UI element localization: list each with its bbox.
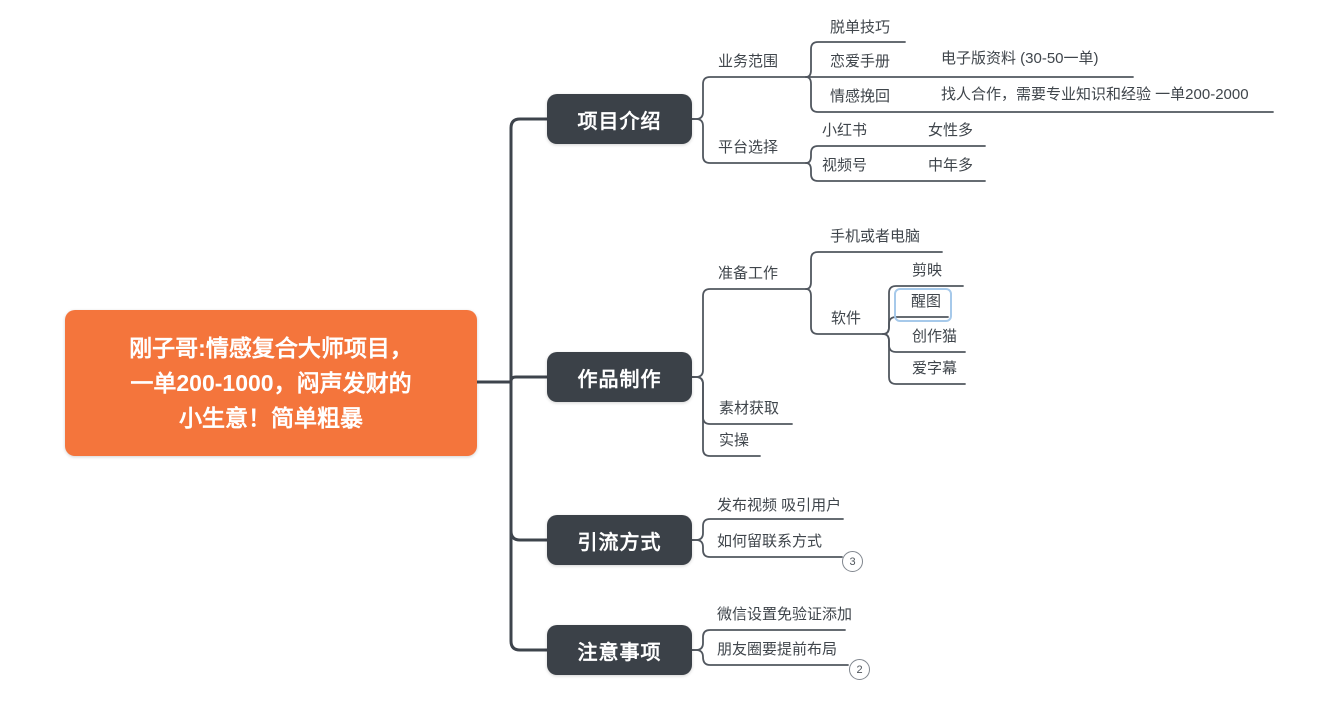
root-topic-line2: 一单200-1000，闷声发财的 (130, 369, 412, 396)
node-software[interactable]: 软件 (831, 310, 862, 327)
node-business-scope[interactable]: 业务范围 (718, 53, 779, 70)
node-chuangzuomao[interactable]: 创作猫 (912, 328, 958, 345)
collapse-badge-moments[interactable]: 2 (849, 659, 870, 680)
node-single-skills[interactable]: 脱单技巧 (830, 19, 891, 36)
node-platform-choice[interactable]: 平台选择 (718, 139, 779, 156)
branch-project-intro[interactable]: 项目介绍 (547, 94, 692, 144)
node-phone-or-computer[interactable]: 手机或者电脑 (830, 228, 921, 245)
node-practice[interactable]: 实操 (719, 432, 750, 449)
node-video-account[interactable]: 视频号 (822, 157, 868, 174)
node-moments-layout[interactable]: 朋友圈要提前布局 (717, 641, 838, 658)
collapse-badge-contact[interactable]: 3 (842, 551, 863, 572)
node-ebook-material[interactable]: 电子版资料 (30-50一单) (941, 50, 1099, 67)
root-topic-line3: 小生意！简单粗暴 (179, 404, 363, 431)
node-preparation[interactable]: 准备工作 (718, 265, 779, 282)
node-wechat-no-verification[interactable]: 微信设置免验证添加 (717, 606, 853, 623)
node-aizimu[interactable]: 爱字幕 (912, 360, 958, 377)
root-topic[interactable]: 刚子哥:情感复合大师项目， 一单200-1000，闷声发财的 小生意！简单粗暴 (65, 310, 477, 456)
root-topic-line1: 刚子哥:情感复合大师项目， (129, 334, 413, 361)
node-mostly-female[interactable]: 女性多 (928, 122, 974, 139)
node-love-manual[interactable]: 恋爱手册 (830, 53, 891, 70)
node-material-acquisition[interactable]: 素材获取 (719, 400, 780, 417)
node-jianying[interactable]: 剪映 (912, 262, 943, 279)
node-xiaohongshu[interactable]: 小红书 (822, 122, 868, 139)
branch-traffic-method[interactable]: 引流方式 (547, 515, 692, 565)
branch-precautions[interactable]: 注意事项 (547, 625, 692, 675)
branch-work-production[interactable]: 作品制作 (547, 352, 692, 402)
selection-highlight (894, 288, 952, 322)
node-relationship-recovery[interactable]: 情感挽回 (830, 88, 891, 105)
node-publish-video-attract-users[interactable]: 发布视频 吸引用户 (717, 497, 842, 514)
node-how-to-leave-contact[interactable]: 如何留联系方式 (717, 533, 823, 550)
node-xingtu-selected[interactable]: 醒图 (911, 293, 942, 310)
node-mostly-middle-aged[interactable]: 中年多 (928, 157, 974, 174)
node-cooperation-note[interactable]: 找人合作，需要专业知识和经验 一单200-2000 (941, 86, 1249, 103)
